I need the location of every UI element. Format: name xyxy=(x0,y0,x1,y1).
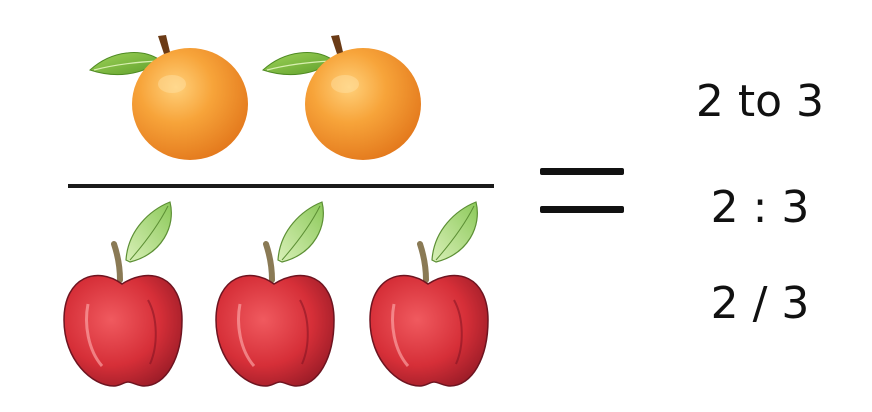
apple-icon xyxy=(215,201,335,387)
ratio-fraction-form: 2 / 3 xyxy=(710,278,810,329)
orange-icon xyxy=(262,35,421,160)
equals-top-bar xyxy=(540,168,624,175)
fraction-bar xyxy=(68,184,494,188)
ratio-colon-form: 2 : 3 xyxy=(710,182,810,233)
apple-icon xyxy=(369,201,489,387)
ratio-to-form: 2 to 3 xyxy=(695,76,825,127)
orange-icon xyxy=(89,35,248,160)
apple-icon xyxy=(63,201,183,387)
equals-bottom-bar xyxy=(540,206,624,213)
